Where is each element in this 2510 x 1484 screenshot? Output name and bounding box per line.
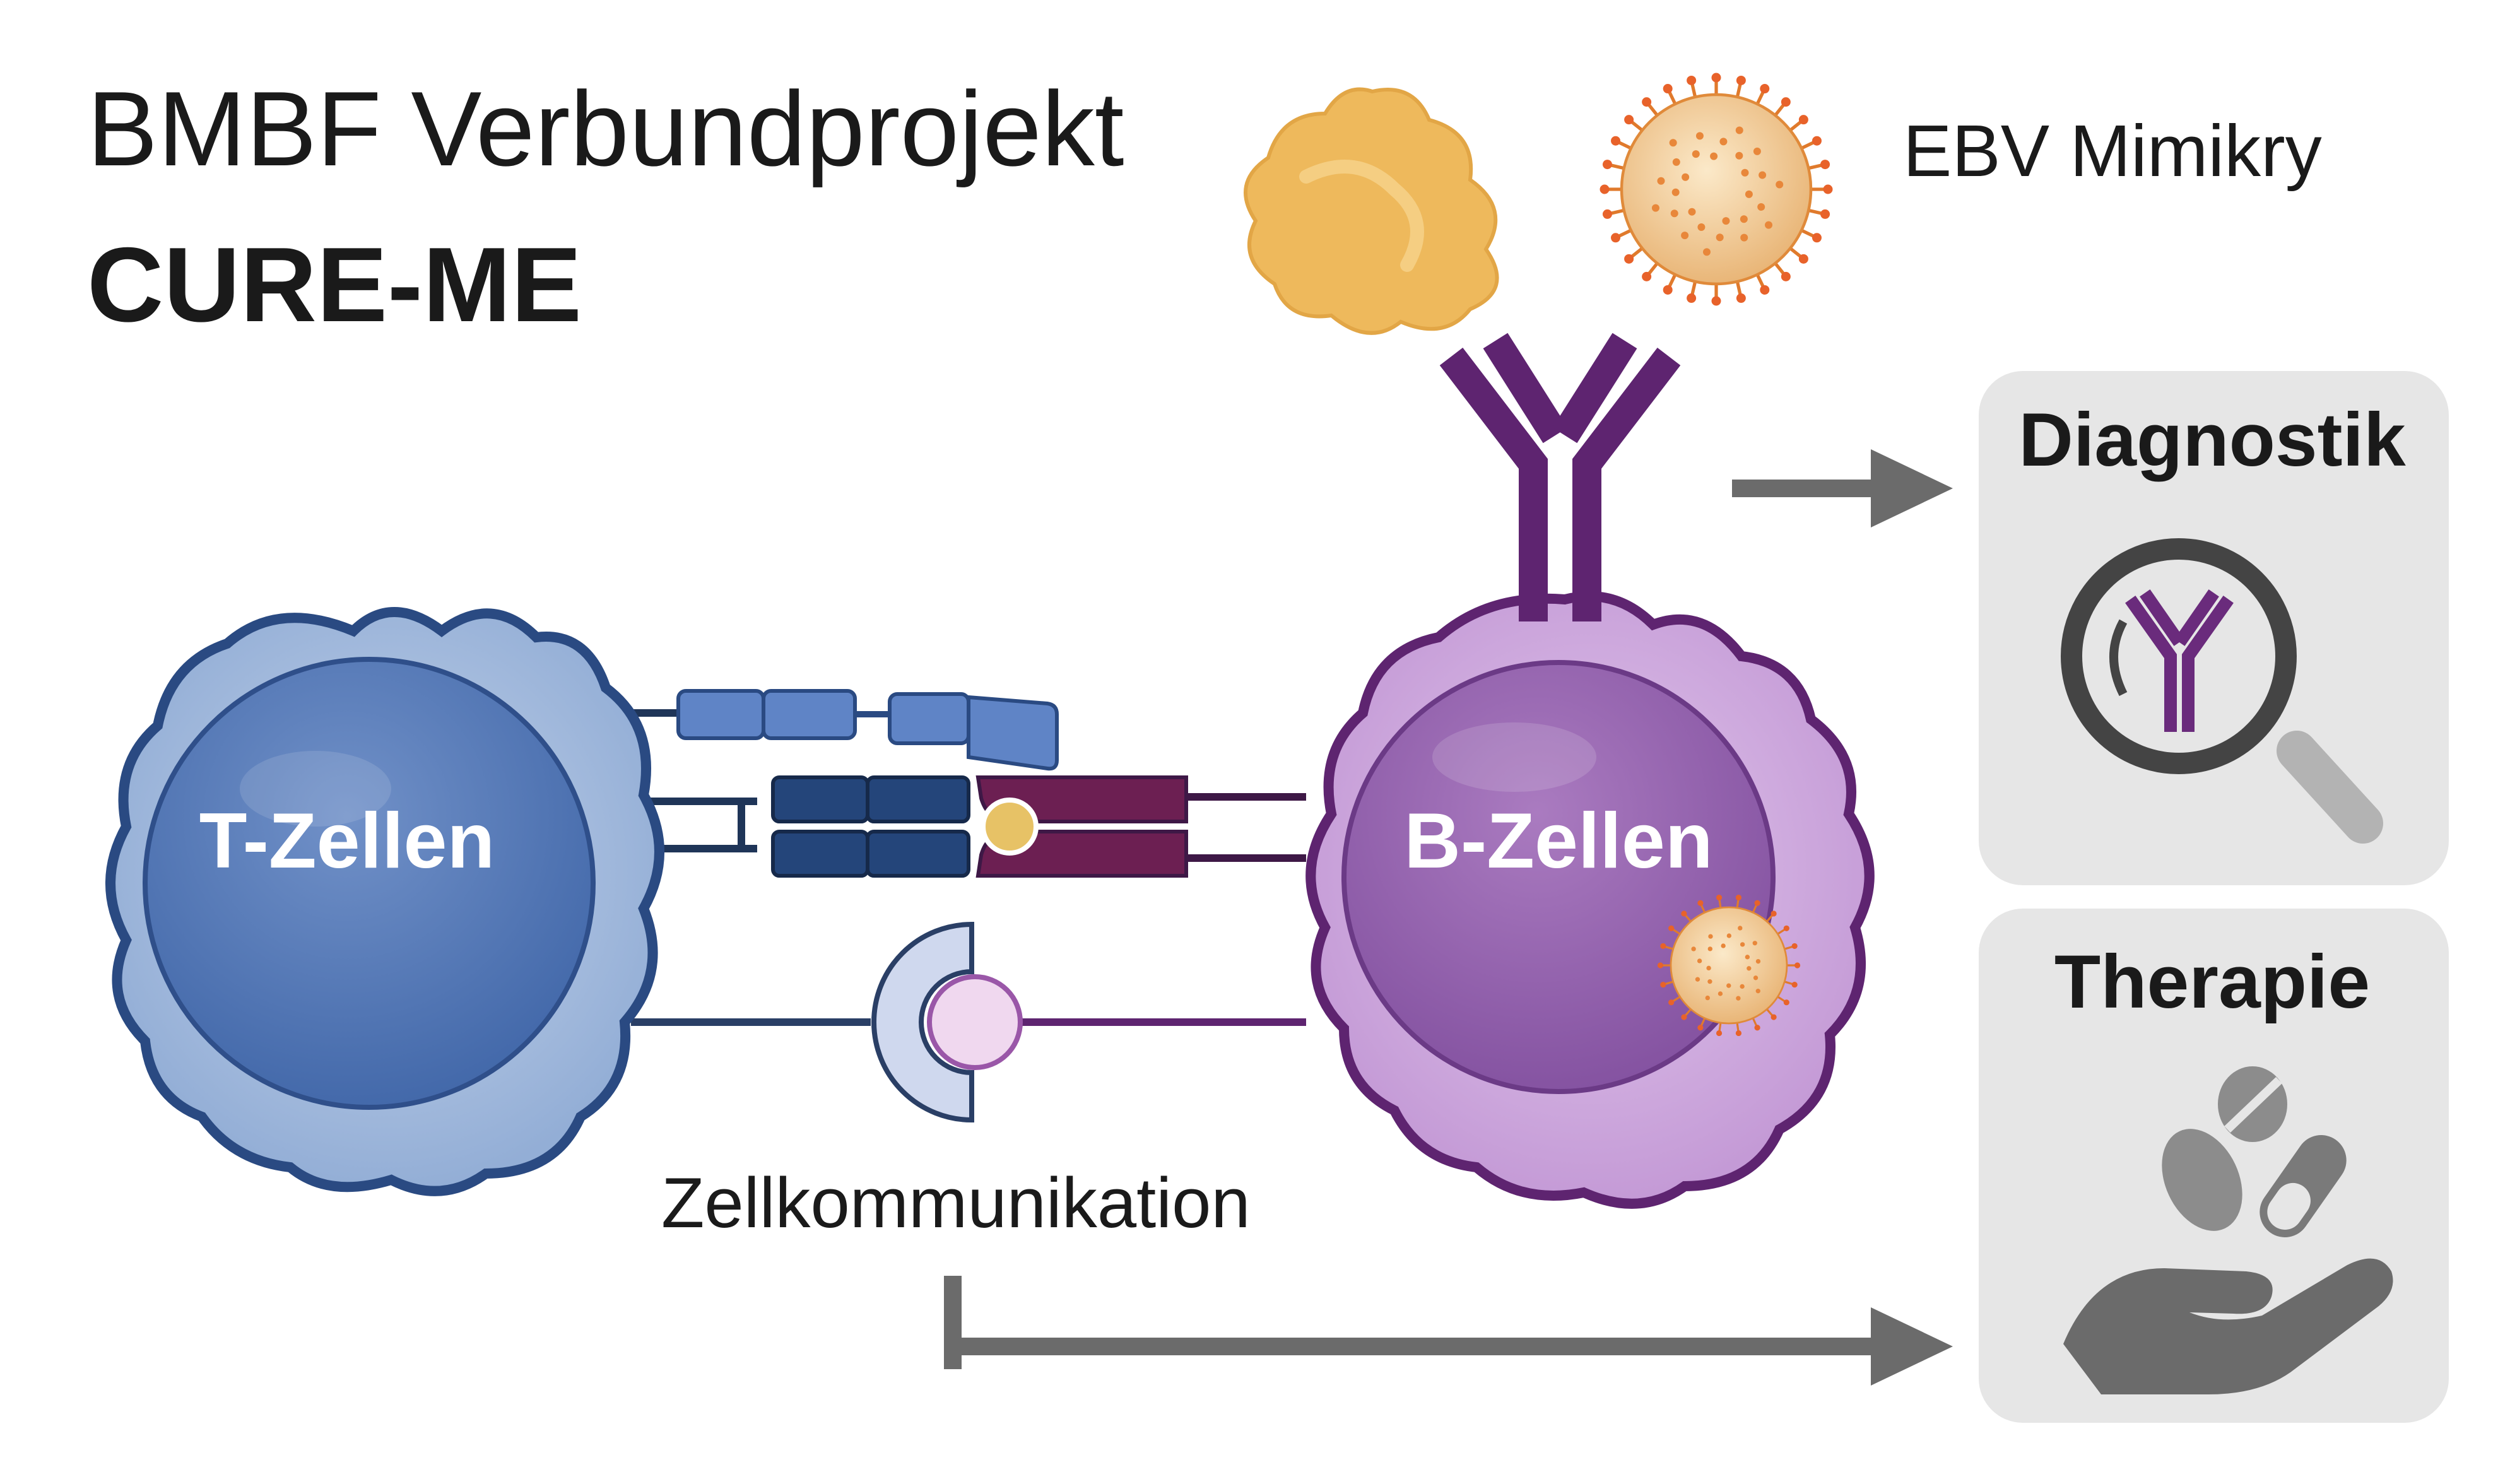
tcr-top-chain [676, 689, 1059, 771]
protein-icon [1244, 87, 1499, 335]
magnifier-icon [2061, 538, 2383, 844]
pills-hand-icon [2063, 1066, 2393, 1394]
arrow-to-diagnostics [1732, 449, 1953, 527]
t-cell [105, 607, 664, 1196]
membrane-antibody [1439, 333, 1681, 621]
virus-icon [1600, 73, 1833, 306]
arrow-to-therapy [944, 1276, 1953, 1386]
title-line1: BMBF Verbundprojekt [87, 69, 1124, 188]
therapy-label: Therapie [2054, 939, 2371, 1024]
b-cell [1305, 591, 1875, 1209]
costim-receptor [871, 921, 1023, 1123]
t-cell-label: T-Zellen [199, 798, 495, 885]
tcr-dark-chain [771, 775, 970, 878]
antigen-peptide [981, 798, 1039, 856]
antibody-icon [2125, 589, 2234, 732]
virus-icon [1657, 894, 1801, 1037]
cell-communication-label: Zellkommunikation [661, 1163, 1251, 1242]
ebv-mimicry-label: EBV Mimikry [1903, 110, 2322, 192]
b-cell-label: B-Zellen [1404, 798, 1713, 885]
diagnostics-label: Diagnostik [2018, 398, 2406, 482]
title-line2: CURE-ME [87, 225, 582, 344]
